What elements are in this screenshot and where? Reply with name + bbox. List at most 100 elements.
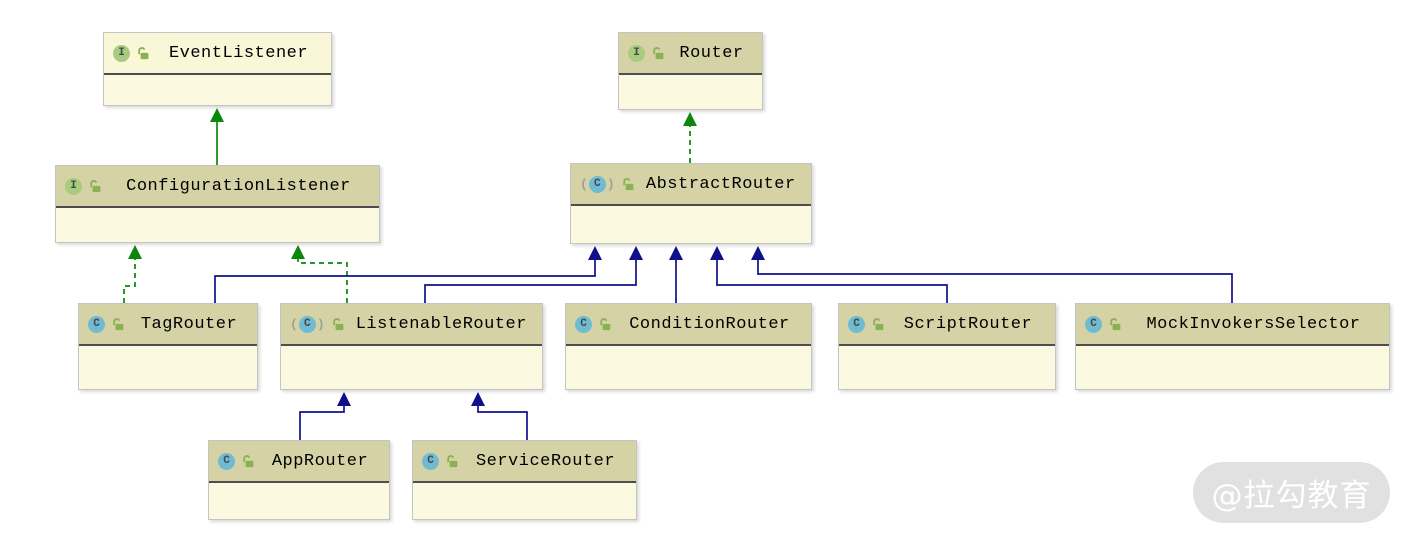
class-node-body bbox=[413, 483, 636, 519]
edge-listenable-router-to-configuration-listener bbox=[297, 258, 348, 303]
open-lock-icon bbox=[136, 46, 150, 60]
open-lock-icon bbox=[621, 177, 635, 191]
open-lock-icon bbox=[445, 454, 459, 468]
class-icon: ( C ) bbox=[1085, 315, 1102, 333]
class-name: ServiceRouter bbox=[475, 451, 616, 471]
class-name: AppRouter bbox=[271, 451, 369, 471]
open-lock-icon bbox=[241, 454, 255, 468]
class-icon: ( C ) bbox=[88, 315, 105, 333]
type-icon-glyph: C bbox=[422, 452, 439, 470]
class-icon: ( C ) bbox=[575, 315, 592, 333]
class-node-body bbox=[104, 75, 331, 105]
class-name: ConfigurationListener bbox=[126, 176, 351, 196]
class-name: EventListener bbox=[168, 43, 309, 63]
edge-script-router-to-abstract-router bbox=[716, 259, 948, 303]
type-icon-glyph: C bbox=[88, 315, 105, 333]
class-node-header: ( I ) Router bbox=[619, 33, 762, 75]
type-icon-glyph: I bbox=[65, 177, 82, 195]
class-node-body bbox=[619, 75, 762, 109]
type-icon-glyph: I bbox=[628, 44, 645, 62]
class-name: TagRouter bbox=[140, 314, 238, 334]
watermark-badge: @拉勾教育 bbox=[1193, 462, 1390, 523]
class-node-header: ( C ) AppRouter bbox=[209, 441, 389, 483]
type-icon-glyph: C bbox=[298, 315, 316, 333]
class-node-app-router[interactable]: ( C ) AppRouter bbox=[208, 440, 390, 520]
open-lock-icon bbox=[871, 317, 885, 331]
class-node-header: ( C ) TagRouter bbox=[79, 304, 257, 346]
class-node-mock-invokers-selector[interactable]: ( C ) MockInvokersSelector bbox=[1075, 303, 1390, 390]
class-node-header: ( C ) ConditionRouter bbox=[566, 304, 811, 346]
class-node-abstract-router[interactable]: ( C ) AbstractRouter bbox=[570, 163, 812, 244]
arrowhead-configuration-listener-to-event-listener bbox=[210, 108, 224, 122]
class-node-header: ( I ) EventListener bbox=[104, 33, 331, 75]
arrowhead-mock-invokers-selector-to-abstract-router bbox=[751, 246, 765, 260]
class-node-body bbox=[209, 483, 389, 519]
arrowhead-condition-router-to-abstract-router bbox=[669, 246, 683, 260]
open-lock-icon bbox=[651, 46, 665, 60]
edge-tag-router-to-abstract-router bbox=[214, 259, 596, 303]
abstract-paren-left: ( bbox=[290, 316, 298, 332]
class-node-body bbox=[566, 346, 811, 389]
edge-app-router-to-listenable-router bbox=[299, 405, 345, 440]
class-node-body bbox=[839, 346, 1055, 389]
class-name: AbstractRouter bbox=[645, 174, 796, 194]
abstract-paren-left: ( bbox=[580, 176, 588, 192]
class-node-body bbox=[1076, 346, 1389, 389]
class-node-header: ( C ) AbstractRouter bbox=[571, 164, 811, 206]
class-node-condition-router[interactable]: ( C ) ConditionRouter bbox=[565, 303, 812, 390]
watermark-text: @拉勾教育 bbox=[1211, 478, 1372, 514]
class-node-header: ( C ) MockInvokersSelector bbox=[1076, 304, 1389, 346]
class-node-router[interactable]: ( I ) Router bbox=[618, 32, 763, 110]
class-node-body bbox=[281, 346, 542, 389]
edge-tag-router-to-configuration-listener bbox=[123, 258, 136, 303]
class-node-configuration-listener[interactable]: ( I ) ConfigurationListener bbox=[55, 165, 380, 243]
type-icon-glyph: C bbox=[1085, 315, 1102, 333]
abstract-paren-right: ) bbox=[606, 176, 615, 192]
type-icon-glyph: C bbox=[588, 175, 606, 193]
open-lock-icon bbox=[111, 317, 125, 331]
class-node-event-listener[interactable]: ( I ) EventListener bbox=[103, 32, 332, 106]
type-icon-glyph: C bbox=[848, 315, 865, 333]
edge-mock-invokers-selector-to-abstract-router bbox=[757, 259, 1233, 303]
open-lock-icon bbox=[598, 317, 612, 331]
arrowhead-tag-router-to-abstract-router bbox=[588, 246, 602, 260]
class-node-script-router[interactable]: ( C ) ScriptRouter bbox=[838, 303, 1056, 390]
type-icon-glyph: C bbox=[218, 452, 235, 470]
class-node-header: ( C ) ServiceRouter bbox=[413, 441, 636, 483]
open-lock-icon bbox=[331, 317, 345, 331]
abstract-class-icon: ( C ) bbox=[580, 175, 615, 193]
interface-icon: ( I ) bbox=[628, 44, 645, 62]
abstract-paren-right: ) bbox=[316, 316, 325, 332]
class-node-body bbox=[79, 346, 257, 389]
class-name: ScriptRouter bbox=[903, 314, 1033, 334]
class-name: Router bbox=[679, 43, 744, 63]
class-node-header: ( C ) ScriptRouter bbox=[839, 304, 1055, 346]
class-node-body bbox=[571, 206, 811, 243]
arrowhead-service-router-to-listenable-router bbox=[471, 392, 485, 406]
class-node-header: ( I ) ConfigurationListener bbox=[56, 166, 379, 208]
class-name: ConditionRouter bbox=[629, 314, 790, 334]
arrowhead-tag-router-to-configuration-listener bbox=[128, 245, 142, 259]
arrowhead-abstract-router-to-router bbox=[683, 112, 697, 126]
arrowhead-app-router-to-listenable-router bbox=[337, 392, 351, 406]
class-node-tag-router[interactable]: ( C ) TagRouter bbox=[78, 303, 258, 390]
type-icon-glyph: I bbox=[113, 44, 130, 62]
class-name: ListenableRouter bbox=[355, 314, 527, 334]
arrowhead-script-router-to-abstract-router bbox=[710, 246, 724, 260]
edge-listenable-router-to-abstract-router bbox=[424, 259, 637, 303]
interface-icon: ( I ) bbox=[113, 44, 130, 62]
arrowhead-listenable-router-to-configuration-listener bbox=[291, 245, 305, 259]
class-node-service-router[interactable]: ( C ) ServiceRouter bbox=[412, 440, 637, 520]
arrowhead-listenable-router-to-abstract-router bbox=[629, 246, 643, 260]
open-lock-icon bbox=[1108, 317, 1122, 331]
edge-service-router-to-listenable-router bbox=[477, 405, 528, 440]
class-node-header: ( C ) ListenableRouter bbox=[281, 304, 542, 346]
class-node-listenable-router[interactable]: ( C ) ListenableRouter bbox=[280, 303, 543, 390]
abstract-class-icon: ( C ) bbox=[290, 315, 325, 333]
type-icon-glyph: C bbox=[575, 315, 592, 333]
interface-icon: ( I ) bbox=[65, 177, 82, 195]
class-icon: ( C ) bbox=[848, 315, 865, 333]
class-icon: ( C ) bbox=[218, 452, 235, 470]
